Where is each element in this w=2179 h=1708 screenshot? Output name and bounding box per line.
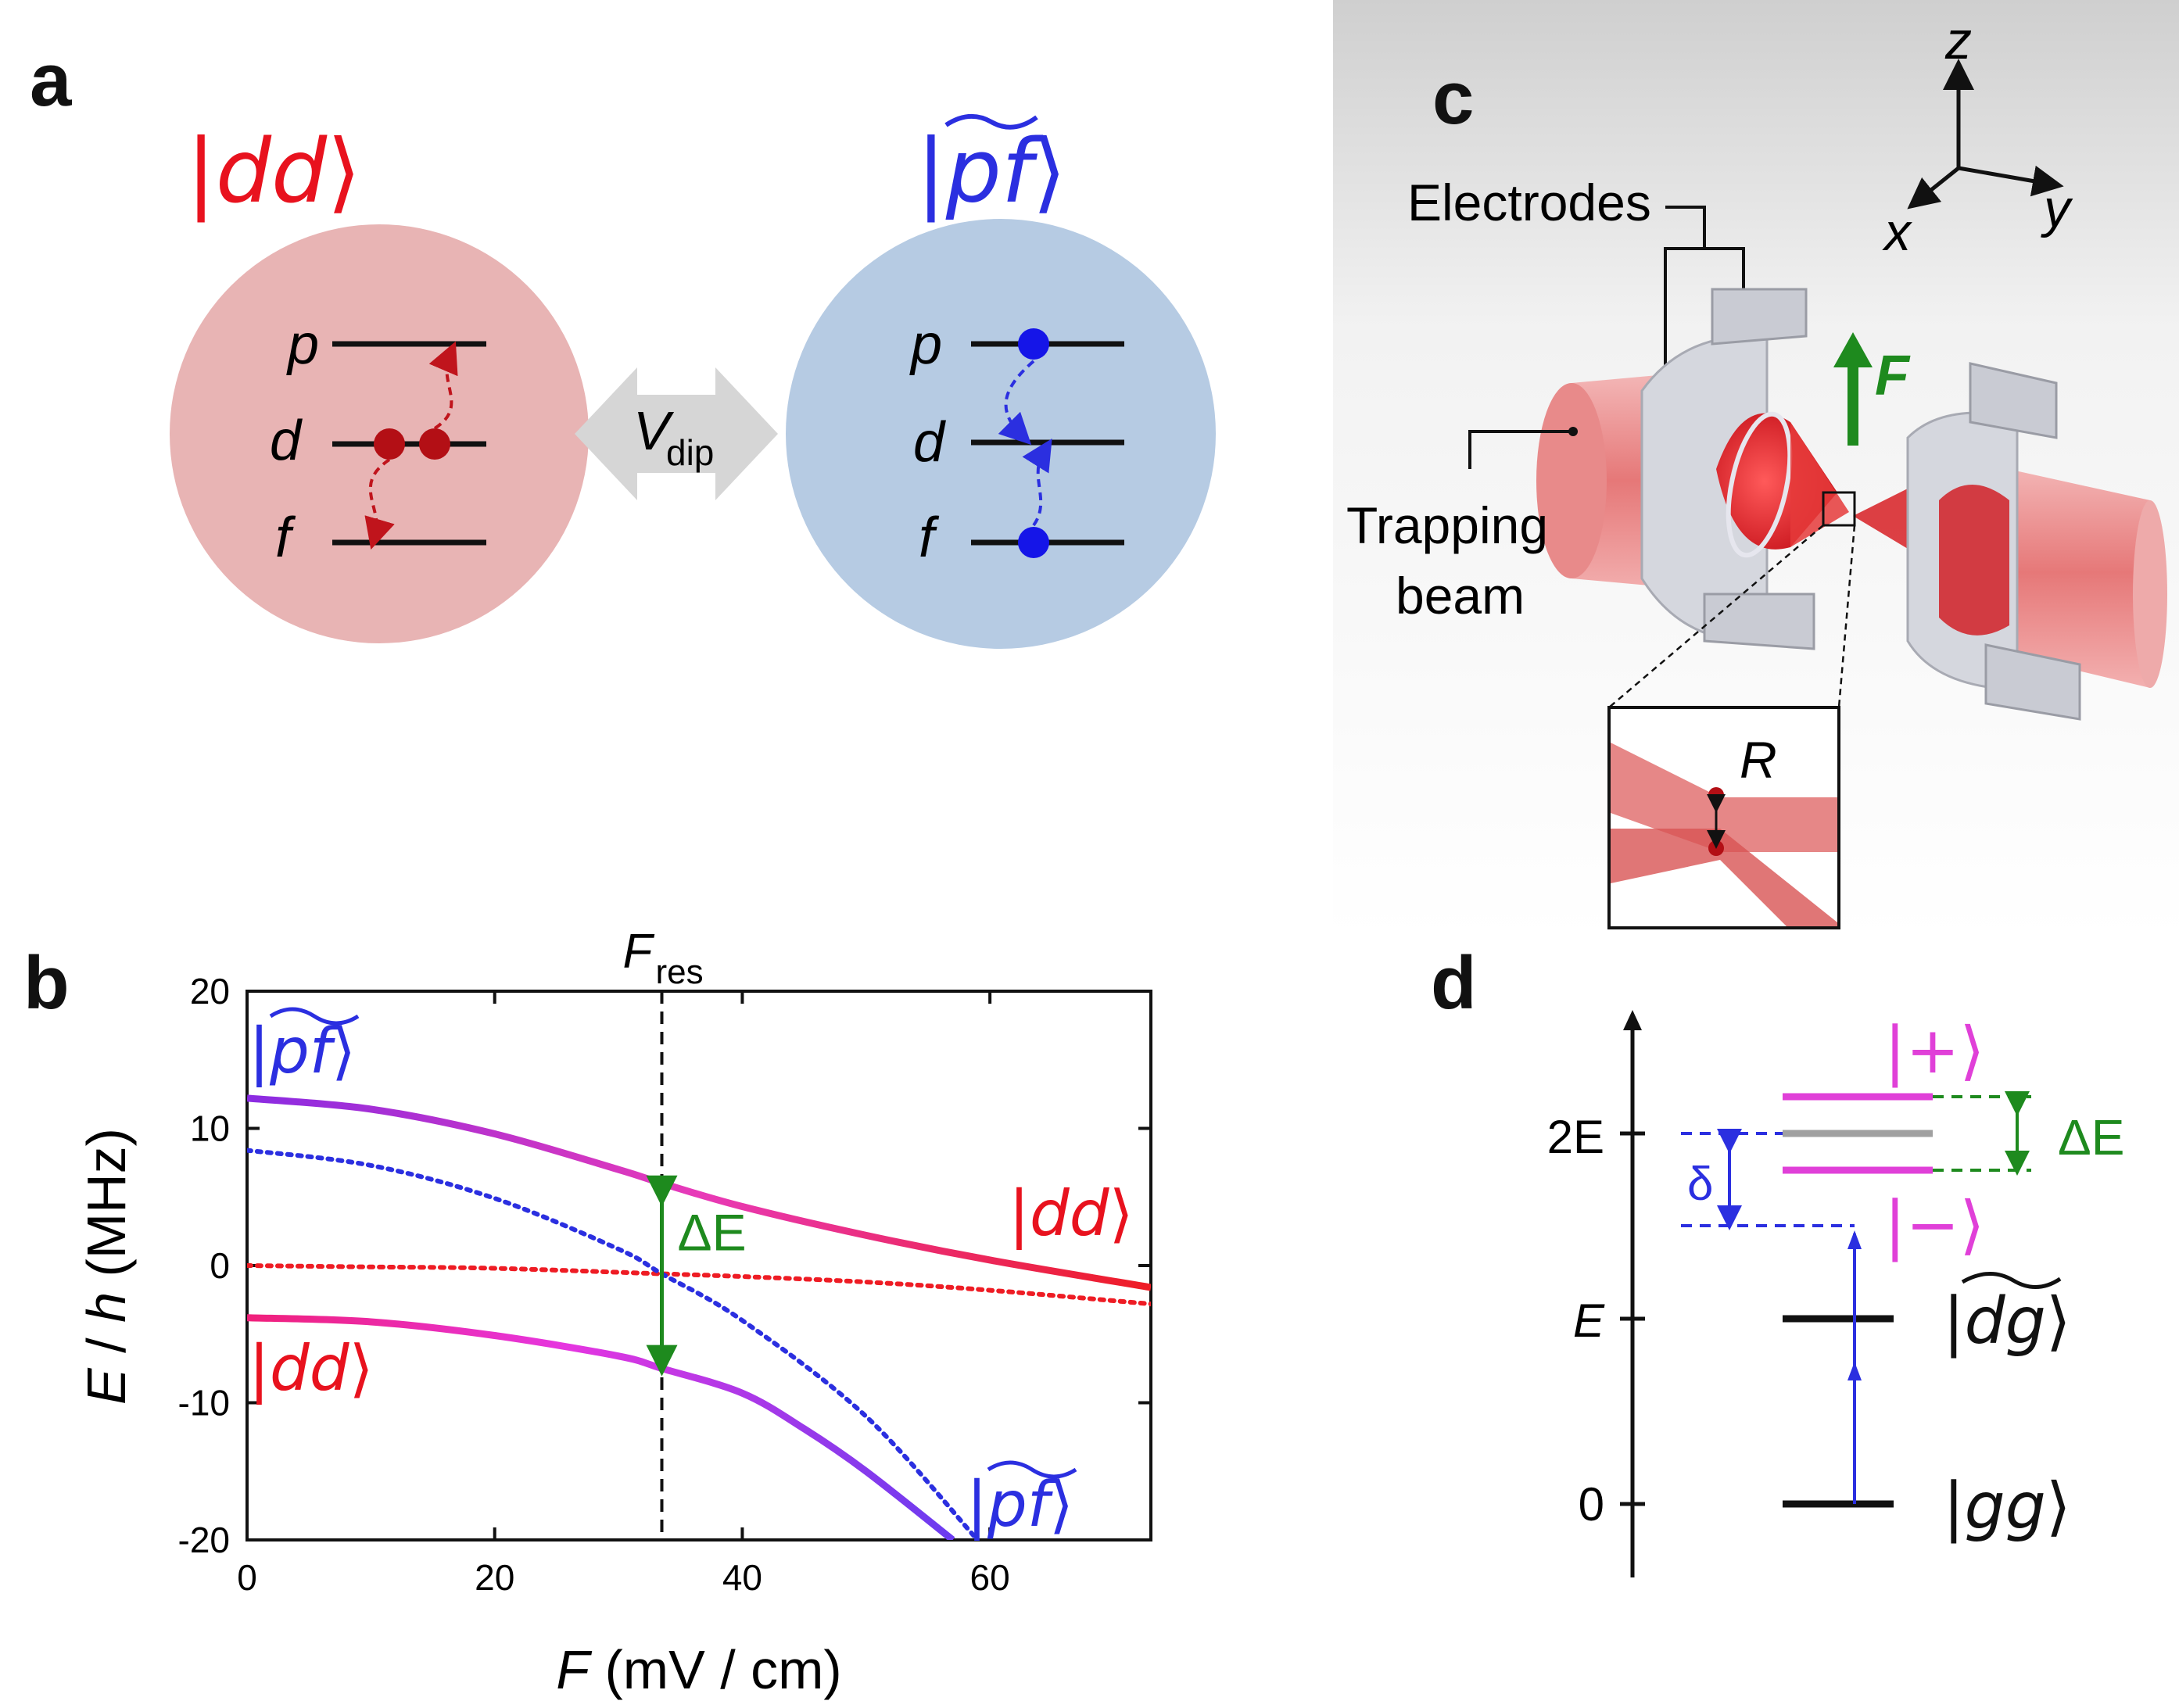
y-tick-label: 10 xyxy=(190,1108,230,1149)
tilde-icon xyxy=(944,113,1038,130)
series-dd-dotted xyxy=(247,1263,1151,1307)
delta-e-label: ΔE xyxy=(677,1204,746,1262)
ket-plus: |+⟩ xyxy=(1884,1014,1984,1088)
axis-x-label: x xyxy=(1882,202,1912,262)
label-pf-lower: |pf⟩ xyxy=(966,1468,1073,1541)
svg-text:|dd⟩: |dd⟩ xyxy=(186,121,361,223)
label-pf-upper: |pf⟩ xyxy=(249,1015,356,1088)
ket-pf-text: pf xyxy=(945,121,1044,223)
ket-dd-title: |dd⟩ xyxy=(186,121,361,223)
y-tick-label: -10 xyxy=(178,1383,230,1423)
vdip-double-arrow: V dip xyxy=(575,367,778,500)
electrodes-label: Electrodes xyxy=(1407,174,1651,231)
right-levels: p d f xyxy=(909,313,1124,569)
inset-r-label: R xyxy=(1740,731,1777,789)
panel-label-b: b xyxy=(23,941,70,1025)
x-tick-label: 0 xyxy=(237,1557,257,1598)
axis-y-label: y xyxy=(2041,179,2073,238)
y-tick-label: 0 xyxy=(210,1245,230,1286)
panel-label-d: d xyxy=(1431,941,1477,1025)
x-tick-label: 20 xyxy=(475,1557,514,1598)
vdip-subscript: dip xyxy=(666,432,714,473)
transition-arrow xyxy=(364,458,395,550)
trapping-label-line2: beam xyxy=(1396,567,1525,625)
electron-dot xyxy=(1018,328,1049,360)
delta-label: δ xyxy=(1687,1158,1713,1210)
axis-z-label: z xyxy=(1944,11,1972,70)
tick-0: 0 xyxy=(1579,1478,1604,1531)
svg-text:|pf⟩: |pf⟩ xyxy=(916,121,1066,223)
x-axis-label: F (mV / cm) xyxy=(556,1639,842,1700)
ket-gg: |gg⟩ xyxy=(1943,1470,2071,1544)
d-delta-e-label: ΔE xyxy=(2058,1109,2124,1166)
electron-dot xyxy=(374,428,405,460)
right-level-p: p xyxy=(909,313,942,376)
ket-dg: |dg⟩ xyxy=(1943,1284,2071,1359)
coordinate-axes xyxy=(1907,59,2064,209)
vdip-symbol: V xyxy=(633,400,675,461)
trapping-label-line1: Trapping xyxy=(1346,496,1548,554)
y-tick-label: -20 xyxy=(178,1520,230,1560)
tick-2E: 2E xyxy=(1547,1111,1604,1163)
panel-c: c z x y Electrodes xyxy=(1333,0,2179,938)
fres-label: F xyxy=(622,925,654,979)
zoom-box xyxy=(1822,491,1856,527)
ket-pf-title: |pf⟩ xyxy=(916,113,1066,223)
transition-arrow xyxy=(1022,439,1052,527)
electron-dot xyxy=(419,428,450,460)
ket-dd-text: dd xyxy=(216,121,328,223)
field-label: F xyxy=(1875,345,1911,407)
panel-d: d 2E E 0 ΔE δ |+⟩ |−⟩ |dg⟩ xyxy=(1431,941,2124,1577)
right-level-d: d xyxy=(913,411,946,474)
x-tick-label: 60 xyxy=(970,1557,1010,1598)
y-axis-label: E / h (MHz) xyxy=(76,1128,137,1405)
label-dd-lower: |dd⟩ xyxy=(249,1332,374,1405)
series-pf-dotted xyxy=(247,1148,980,1540)
x-tick-label: 40 xyxy=(722,1557,762,1598)
left-level-p: p xyxy=(286,313,319,376)
left-level-d: d xyxy=(270,410,303,472)
transition-arrow xyxy=(428,341,458,430)
panel-label-c: c xyxy=(1432,56,1474,140)
panel-a: a |dd⟩ p d f V dip xyxy=(30,38,1216,649)
tick-E: E xyxy=(1573,1294,1605,1347)
electron-dot xyxy=(1018,527,1049,558)
tilde-icon xyxy=(269,1007,360,1026)
panel-label-a: a xyxy=(30,38,72,122)
electrode-left xyxy=(1640,288,1815,650)
fres-subscript: res xyxy=(655,953,703,991)
tilde-icon xyxy=(1961,1272,2062,1289)
tilde-icon xyxy=(987,1460,1077,1479)
label-dd-right: |dd⟩ xyxy=(1009,1177,1134,1251)
right-state-circle xyxy=(786,219,1216,649)
y-tick-label: 20 xyxy=(190,971,230,1012)
ket-minus: |−⟩ xyxy=(1884,1188,1984,1262)
inset-zoom: R xyxy=(1607,706,1840,929)
transition-arrow xyxy=(998,360,1035,446)
